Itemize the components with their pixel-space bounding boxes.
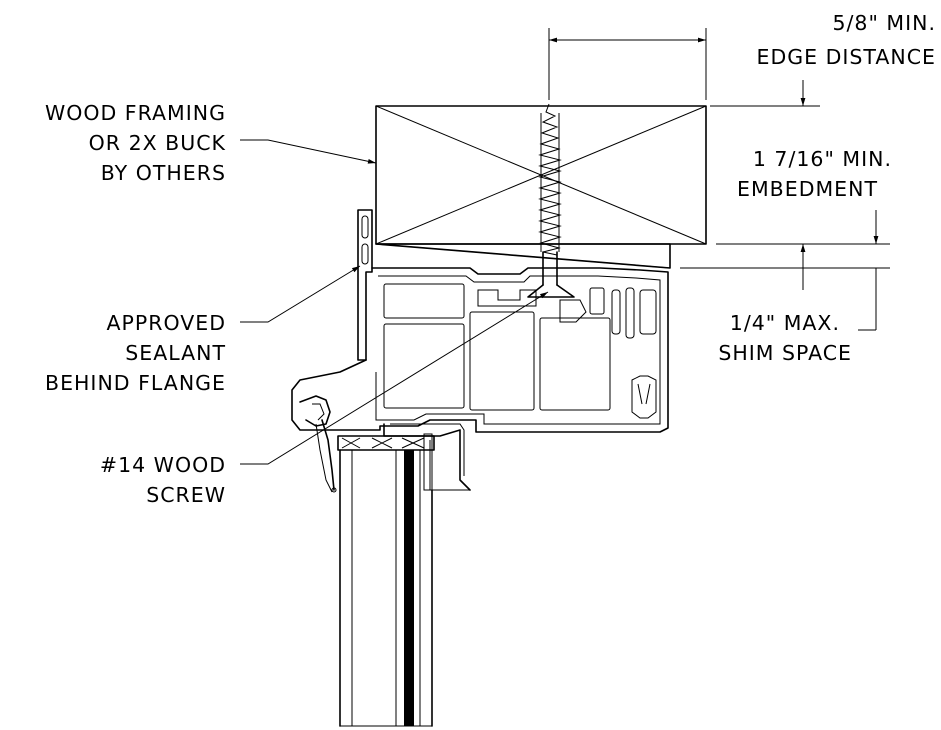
label-wood-framing-line3: BY OTHERS [101, 161, 226, 185]
dimension-lines [548, 28, 890, 331]
leader-lines [240, 139, 549, 465]
label-screw: #14 WOOD SCREW [100, 453, 226, 507]
label-wood-framing-line2: OR 2X BUCK [89, 131, 226, 155]
wood-screw [527, 103, 575, 298]
label-shim-space-line1: 1/4" MAX. [730, 311, 840, 335]
label-shim-space-line2: SHIM SPACE [718, 341, 852, 365]
label-edge-distance-line2: EDGE DISTANCE [757, 45, 937, 69]
label-screw-line2: SCREW [146, 483, 226, 507]
label-shim-space: 1/4" MAX. SHIM SPACE [718, 311, 852, 365]
label-edge-distance-line1: 5/8" MIN. [832, 11, 936, 35]
label-wood-framing-line1: WOOD FRAMING [45, 101, 226, 125]
label-embedment-line2: EMBEDMENT [737, 177, 878, 201]
label-edge-distance: 5/8" MIN. EDGE DISTANCE [757, 11, 937, 69]
label-sealant: APPROVED SEALANT BEHIND FLANGE [45, 311, 226, 395]
label-embedment-line1: 1 7/16" MIN. [753, 147, 892, 171]
glazing-unit [337, 433, 435, 727]
label-sealant-line2: SEALANT [125, 341, 226, 365]
label-sealant-line3: BEHIND FLANGE [45, 371, 226, 395]
label-wood-framing: WOOD FRAMING OR 2X BUCK BY OTHERS [45, 101, 226, 185]
frame-profile [291, 209, 669, 493]
label-embedment: 1 7/16" MIN. EMBEDMENT [737, 147, 892, 201]
label-sealant-line1: APPROVED [106, 311, 226, 335]
label-screw-line1: #14 WOOD [100, 453, 226, 477]
shim [375, 243, 671, 269]
